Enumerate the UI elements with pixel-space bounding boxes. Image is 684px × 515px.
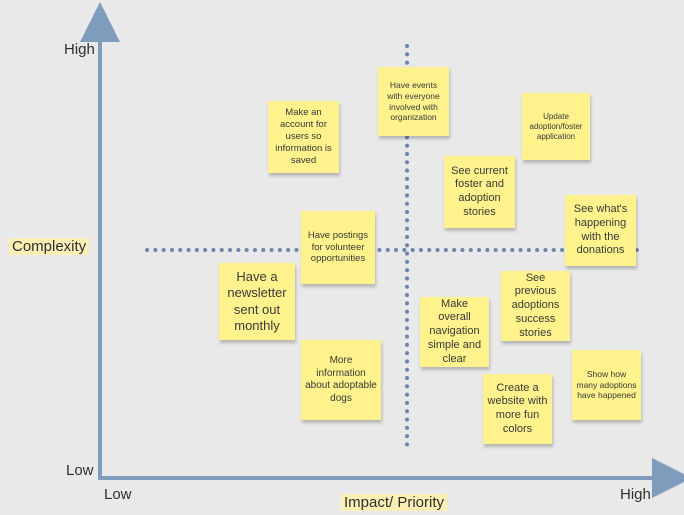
note-text: Create a website with more fun colors xyxy=(487,381,548,435)
note-previous-adoptions[interactable]: See previous adoptions success stories xyxy=(501,271,570,341)
note-update-application[interactable]: Update adoption/foster application xyxy=(522,93,590,160)
note-newsletter[interactable]: Have a newsletter sent out monthly xyxy=(219,263,295,340)
note-text: Have a newsletter sent out monthly xyxy=(227,269,287,333)
note-text: More information about adoptable dogs xyxy=(305,355,377,404)
note-volunteer-postings[interactable]: Have postings for volunteer opportunitie… xyxy=(301,211,375,284)
y-axis-low-label: Low xyxy=(66,462,94,479)
note-text: See current foster and adoption stories xyxy=(451,164,508,218)
note-donations[interactable]: See what's happening with the donations xyxy=(565,195,636,266)
note-text: Make overall navigation simple and clear xyxy=(427,297,482,365)
note-adoptable-dogs[interactable]: More information about adoptable dogs xyxy=(301,340,381,420)
note-text: Update adoption/foster application xyxy=(529,111,583,141)
y-axis-high-label: High xyxy=(64,41,95,58)
note-make-account[interactable]: Make an account for users so information… xyxy=(268,101,339,173)
note-text: Have postings for volunteer opportunitie… xyxy=(307,229,369,265)
note-text: Have events with everyone involved with … xyxy=(387,80,440,123)
note-text: Make an account for users so information… xyxy=(275,107,332,166)
note-text: See what's happening with the donations xyxy=(573,203,628,257)
x-axis-title: Impact/ Priority xyxy=(341,494,448,511)
y-axis-title: Complexity xyxy=(9,238,90,255)
note-have-events[interactable]: Have events with everyone involved with … xyxy=(378,67,449,136)
note-navigation[interactable]: Make overall navigation simple and clear xyxy=(420,297,489,367)
note-text: Show how many adoptions have happened xyxy=(576,369,637,401)
x-axis-high-label: High xyxy=(620,486,651,503)
note-current-stories[interactable]: See current foster and adoption stories xyxy=(444,156,515,228)
note-fun-colors[interactable]: Create a website with more fun colors xyxy=(483,374,552,444)
note-text: See previous adoptions success stories xyxy=(511,271,560,339)
note-dogs-adopted[interactable]: Show how many adoptions have happened xyxy=(572,350,641,420)
x-axis-low-label: Low xyxy=(104,486,132,503)
